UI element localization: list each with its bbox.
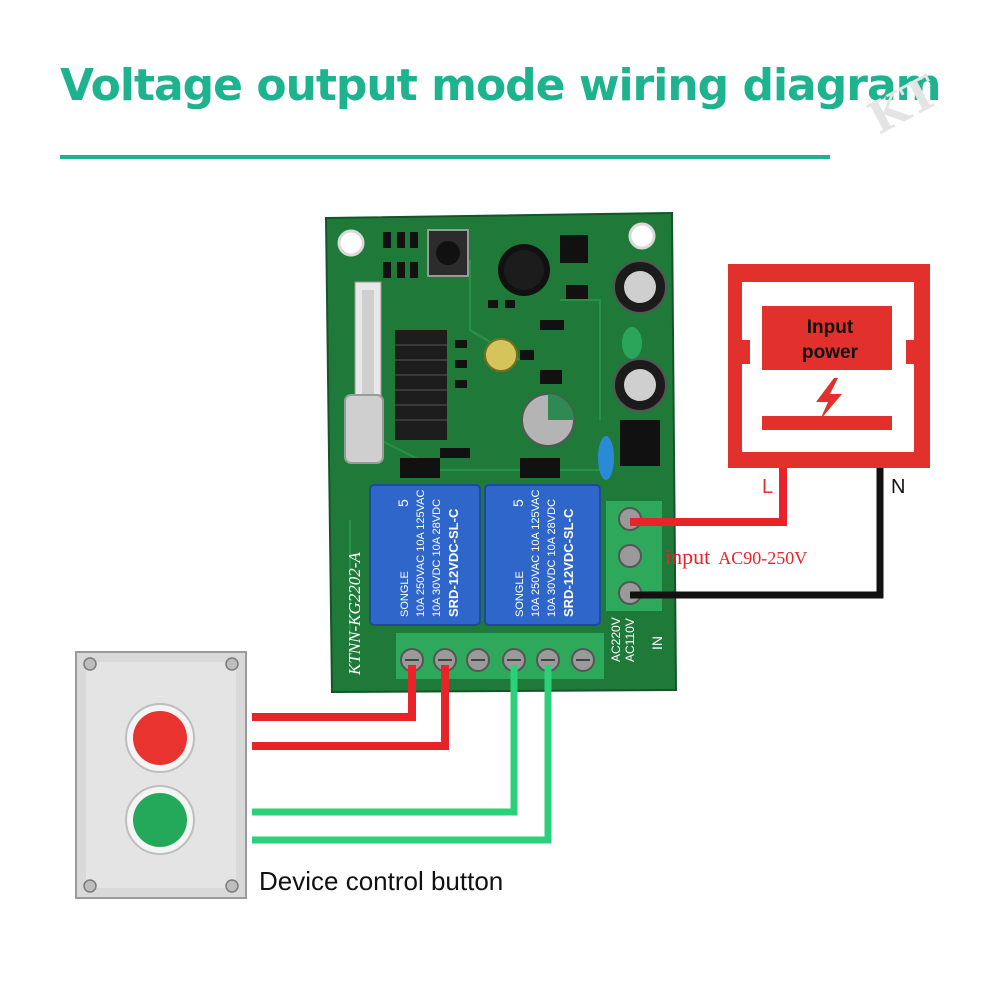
title-underline [60,155,830,159]
red-stop-button [133,711,187,765]
relay-board: SONGLE 10A 250VAC 10A 125VAC 10A 30VDC 1… [324,211,678,694]
diagram-title: Voltage output mode wiring diagram [60,60,941,111]
relay-2 [484,484,601,626]
power-label-line1: Input [807,317,854,338]
relay-2-number: 5 [510,499,526,507]
device-control-button-box [75,651,247,899]
wire-green-2 [252,665,552,844]
wire-live [630,465,787,526]
relay-1-model: SRD-12VDC-SL-C [446,508,461,617]
terminal-label-ac220v: AC220V [609,617,623,662]
relay-1-brand: SONGLE [399,571,411,617]
relay-2-model: SRD-12VDC-SL-C [561,508,576,617]
terminal-n-label: N [891,476,905,498]
wire-red-1 [252,665,416,721]
terminal-label-in: IN [649,636,665,650]
input-word: input [665,544,710,569]
relay-1-spec-2: 10A 30VDC 10A 28VDC [431,499,443,617]
relay-2-brand: SONGLE [514,571,526,617]
wire-red-2 [252,665,449,750]
lightning-icon [816,378,842,420]
power-label-line2: power [802,342,859,363]
input-voltage-label: input AC90-250V [665,544,807,569]
input-power-source: Input power [728,264,930,468]
relay-2-spec-1: 10A 250VAC 10A 125VAC [530,490,542,617]
relay-1-spec-1: 10A 250VAC 10A 125VAC [415,490,427,617]
terminal-l-label: L [762,476,773,498]
green-start-button [133,793,187,847]
device-control-label: Device control button [259,866,503,896]
output-terminal-block [394,631,606,681]
board-model-label: KTNN-KG2202-A [345,552,364,676]
wire-neutral [630,465,884,599]
relay-1 [369,484,481,626]
terminal-label-ac110v: AC110V [623,618,637,662]
relay-2-spec-2: 10A 30VDC 10A 28VDC [546,499,558,617]
relay-1-number: 5 [395,499,411,507]
input-range: AC90-250V [718,548,807,568]
wire-green-1 [252,665,518,816]
screw-icons [83,657,239,893]
